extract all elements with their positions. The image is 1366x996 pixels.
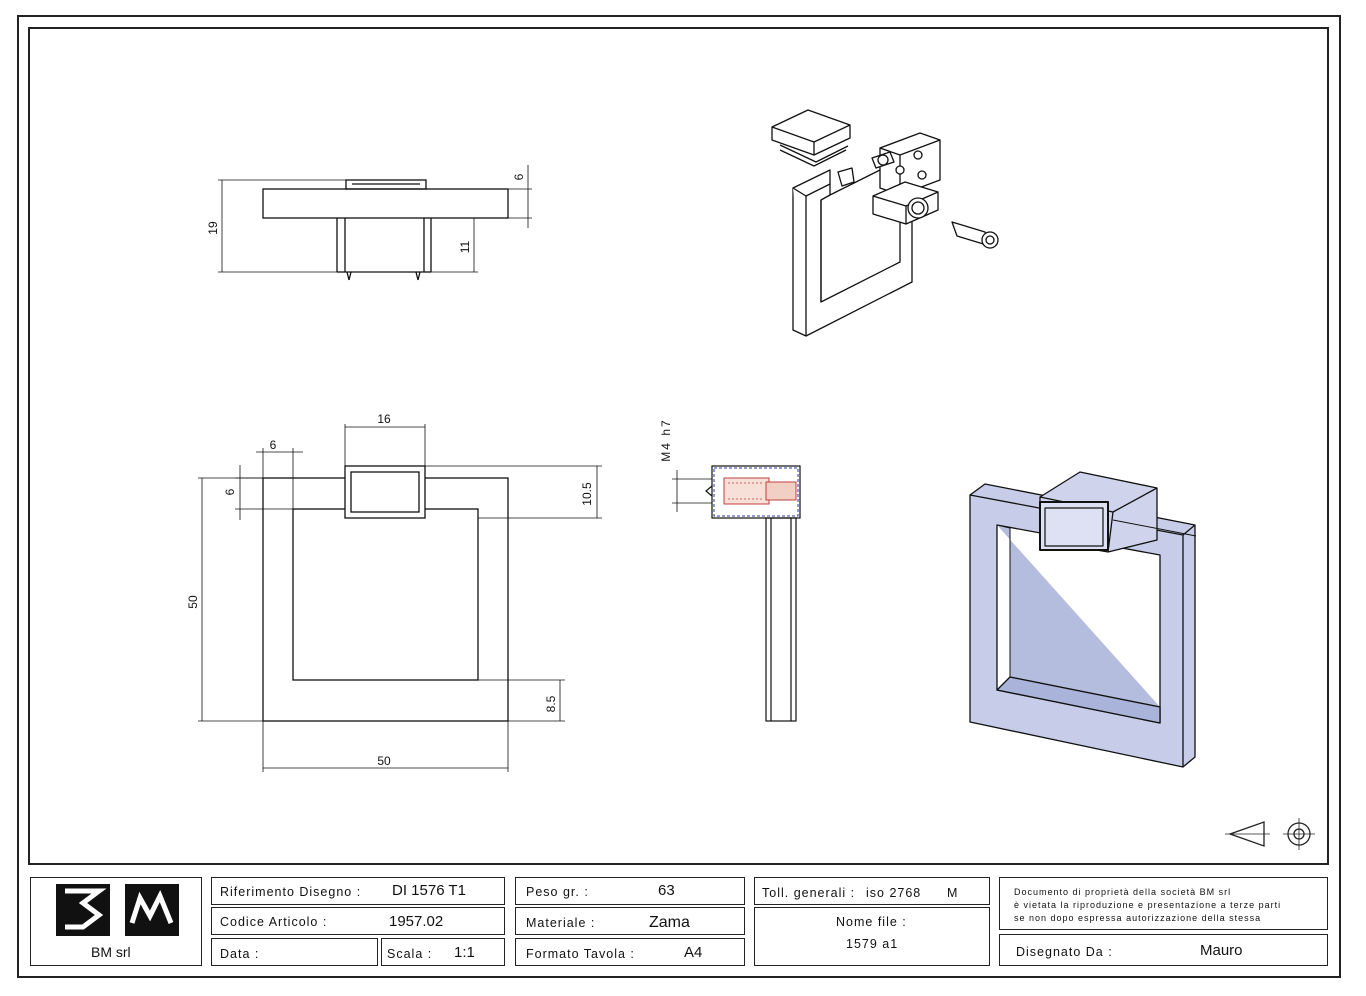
front-view [198,424,602,772]
peso-cell: Peso gr. : 63 [515,877,745,905]
front-dim-height: 50 [186,595,200,609]
inner-border [28,27,1329,865]
shaded-isometric-view [969,471,1197,768]
materiale-label: Materiale : [526,916,596,930]
toll-label: Toll. generali : [762,886,856,900]
section-thread-label: M4 h7 [659,418,673,461]
peso-value: 63 [658,882,675,899]
scala-label: Scala : [387,947,433,961]
nome-file-value: 1579 a1 [846,937,899,951]
side-view [218,165,532,281]
notice-line-3: se non dopo espressa autorizzazione dell… [1014,913,1262,923]
projection-symbol-icon [1225,818,1315,850]
front-dim-bottom-frame: 8.5 [544,695,558,712]
toll-class: M [947,886,959,900]
disegnato-value: Mauro [1200,942,1243,959]
exploded-isometric-view [771,109,999,337]
front-dim-left-offset: 6 [270,438,277,452]
scala-value: 1:1 [454,944,475,961]
toll-value: iso 2768 [866,886,922,900]
materiale-value: Zama [649,914,690,931]
side-dim-height: 19 [206,221,220,235]
rif-label: Riferimento Disegno : [220,885,362,899]
data-cell: Data : [211,938,378,966]
notice-line-1: Documento di proprietà della società BM … [1014,887,1232,897]
disegnato-label: Disegnato Da : [1016,945,1113,959]
codice-cell: Codice Articolo : 1957.02 [211,907,505,935]
peso-label: Peso gr. : [526,885,589,899]
notice-line-2: è vietata la riproduzione e presentazion… [1014,900,1282,910]
formato-cell: Formato Tavola : A4 [515,938,745,966]
front-dim-width: 50 [377,754,391,768]
section-view [672,465,801,722]
scala-cell: Scala : 1:1 [381,938,505,966]
outer-border [17,15,1341,978]
notice-cell: Documento di proprietà della società BM … [999,877,1328,930]
disegnato-cell: Disegnato Da : Mauro [999,934,1328,966]
rif-cell: Riferimento Disegno : DI 1576 T1 [211,877,505,905]
side-dim-bottom: 11 [458,240,472,253]
front-dim-top-offset: 6 [223,488,237,495]
toll-cell: Toll. generali : iso 2768 M [754,877,990,905]
company-name: BM srl [91,944,131,960]
nome-file-cell: Nome file : 1579 a1 [754,907,990,966]
company-logo-icon [56,884,179,936]
logo-box: BM srl [30,877,202,966]
front-dim-right: 10.5 [580,482,594,506]
materiale-cell: Materiale : Zama [515,907,745,935]
formato-label: Formato Tavola : [526,947,635,961]
front-dim-top-width: 16 [377,412,391,426]
formato-value: A4 [684,944,703,961]
codice-label: Codice Articolo : [220,915,328,929]
data-label: Data : [220,947,260,961]
codice-value: 1957.02 [389,913,444,930]
rif-value: DI 1576 T1 [392,882,466,899]
nome-file-label: Nome file : [836,915,907,929]
side-dim-top: 6 [512,173,526,180]
